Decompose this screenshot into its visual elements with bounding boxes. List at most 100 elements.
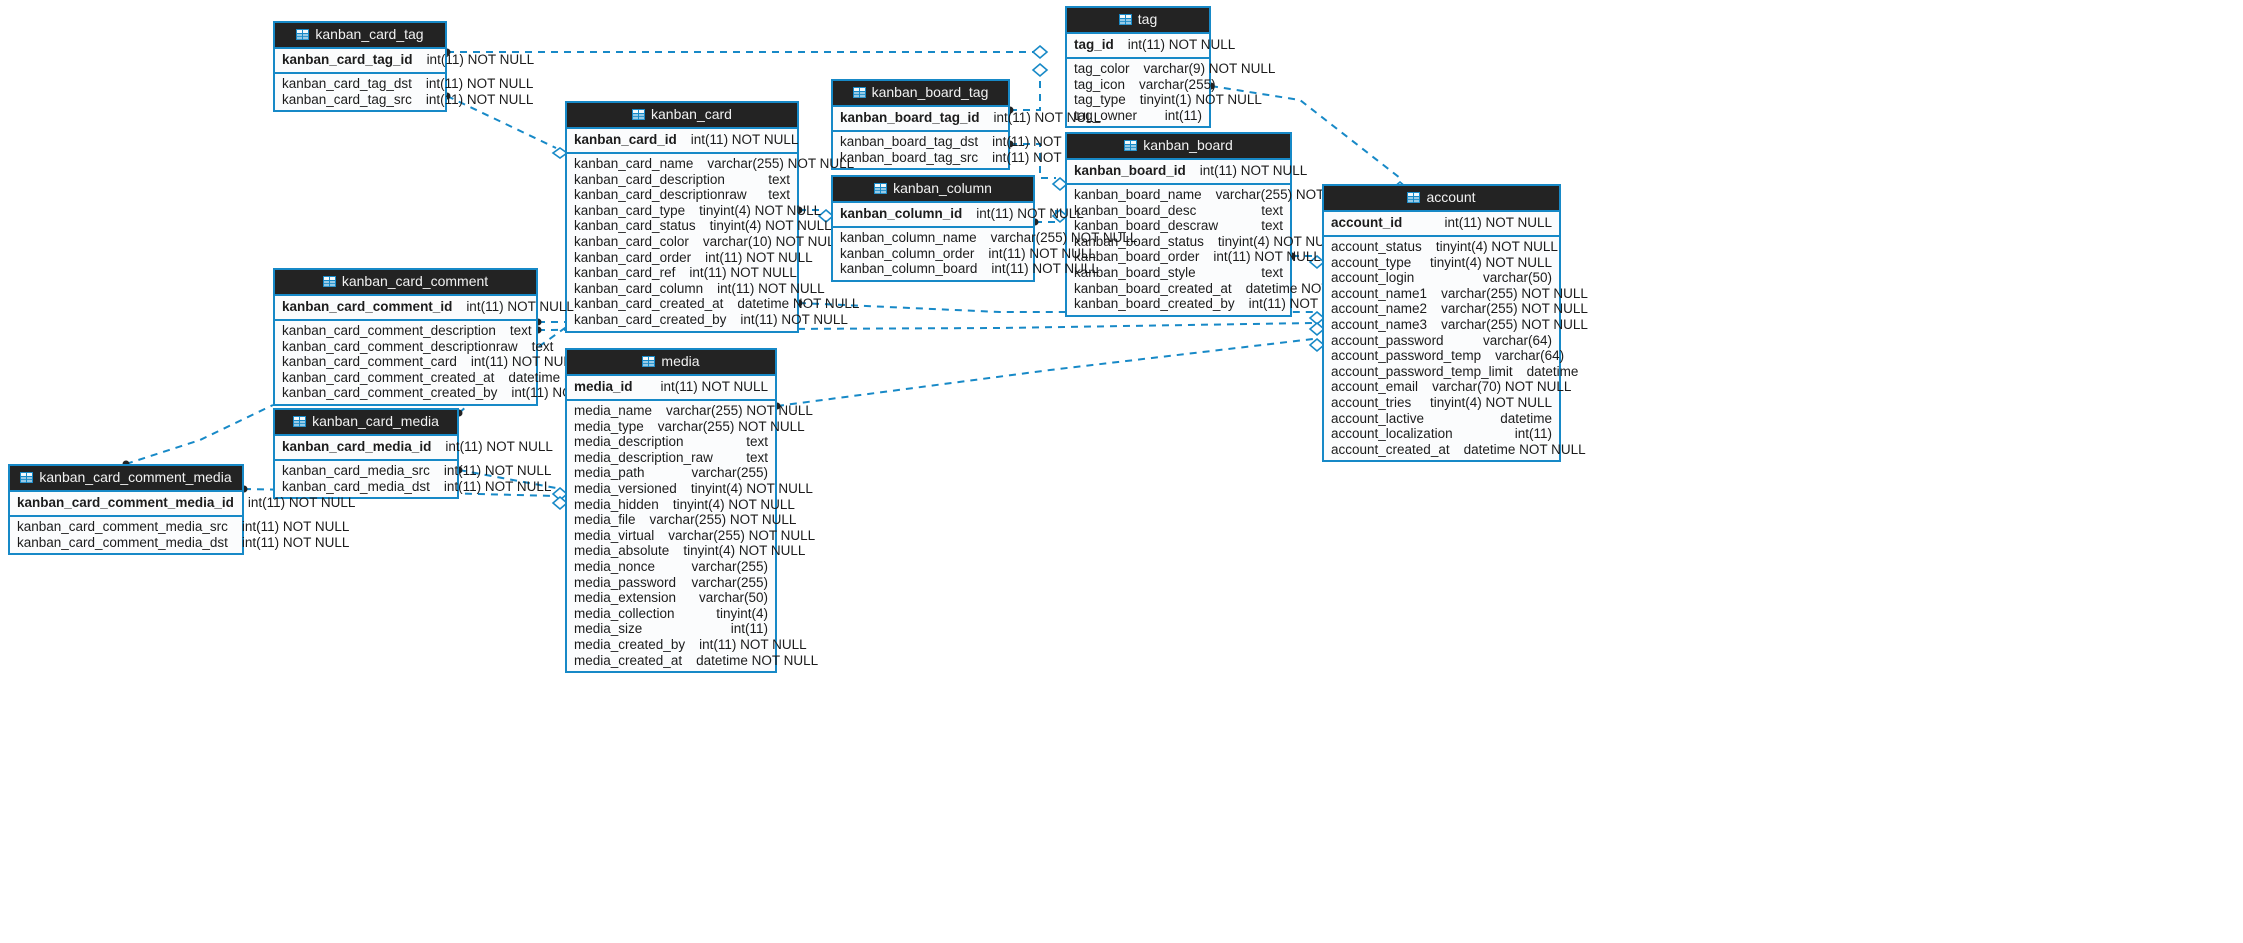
field-name: kanban_board_created_at bbox=[1074, 280, 1232, 296]
field-type: varchar(255) NOT NULL bbox=[666, 403, 813, 418]
table-icon bbox=[1118, 14, 1132, 25]
field-name: account_password_temp bbox=[1331, 348, 1482, 364]
field-name: media_created_by bbox=[574, 636, 686, 652]
field-row: kanban_card_description text bbox=[567, 172, 797, 188]
entity-title: kanban_card_comment bbox=[341, 273, 489, 289]
field-name: account_email bbox=[1331, 379, 1419, 395]
field-row: media_name varchar(255) NOT NULL bbox=[567, 403, 813, 419]
entity-title: tag bbox=[1137, 11, 1158, 27]
field-name: kanban_card_media_src bbox=[282, 463, 430, 478]
field-name: media_collection bbox=[574, 605, 675, 621]
entity-table-kanban_board[interactable]: kanban_board kanban_board_id int(11) NOT… bbox=[1065, 132, 1368, 317]
entity-header: kanban_card_comment bbox=[275, 270, 536, 296]
entity-header: kanban_card_tag bbox=[275, 23, 445, 49]
entity-table-kanban_column[interactable]: kanban_column kanban_column_id int(11) N… bbox=[831, 175, 1137, 282]
field-name: media_nonce bbox=[574, 558, 656, 574]
field-name: account_name3 bbox=[1331, 316, 1428, 332]
field-row: media_created_by int(11) NOT NULL bbox=[567, 636, 807, 653]
field-row: kanban_board_tag_dst int(11) NOT NULL bbox=[833, 134, 1100, 150]
field-row: kanban_card_type tinyint(4) NOT NULL bbox=[567, 203, 821, 219]
field-name: tag_owner bbox=[1074, 107, 1138, 123]
field-row: kanban_card_media_src int(11) NOT NULL bbox=[275, 463, 551, 479]
entity-table-tag[interactable]: tag tag_id int(11) NOT NULL tag_color va… bbox=[1065, 6, 1275, 129]
field-row: kanban_card_column int(11) NOT NULL bbox=[567, 281, 825, 297]
primary-key-row: kanban_card_comment_media_id int(11) NOT… bbox=[10, 492, 355, 517]
table-icon bbox=[852, 87, 866, 98]
primary-key-type: int(11) NOT NULL bbox=[466, 299, 574, 314]
field-type: tinyint(4) NOT NULL bbox=[1429, 254, 1552, 270]
field-row: tag_icon varchar(255) bbox=[1067, 76, 1216, 93]
primary-key-type: int(11) NOT NULL bbox=[1444, 215, 1552, 230]
entity-table-kanban_card_media[interactable]: kanban_card_media kanban_card_media_id i… bbox=[273, 408, 553, 500]
field-name: account_created_at bbox=[1331, 441, 1450, 457]
field-row: media_absolute tinyint(4) NOT NULL bbox=[567, 543, 805, 559]
field-list: kanban_board_tag_dst int(11) NOT NULL ka… bbox=[833, 132, 1100, 168]
field-name: media_name bbox=[574, 403, 653, 418]
entity-title: kanban_board_tag bbox=[871, 84, 989, 100]
primary-key-row: kanban_column_id int(11) NOT NULL bbox=[833, 203, 1084, 228]
primary-key-name: kanban_card_tag_id bbox=[282, 52, 413, 67]
field-list: kanban_board_name varchar(255) NOT NULL … bbox=[1067, 185, 1368, 315]
primary-key-name: account_id bbox=[1331, 215, 1403, 230]
entity-table-media[interactable]: media media_id int(11) NOT NULL media_na… bbox=[565, 348, 818, 674]
field-name: kanban_card_comment_created_at bbox=[282, 369, 495, 385]
field-type: text bbox=[531, 338, 554, 354]
primary-key-row: kanban_card_id int(11) NOT NULL bbox=[567, 129, 798, 154]
entity-title: kanban_column bbox=[893, 180, 992, 196]
field-type: varchar(255) NOT NULL bbox=[990, 230, 1138, 245]
field-row: kanban_card_comment_descriptionraw text bbox=[275, 339, 553, 355]
field-row: media_versioned tinyint(4) NOT NULL bbox=[567, 481, 813, 497]
edge-media-to-account bbox=[776, 338, 1314, 407]
field-row: kanban_board_tag_src int(11) NOT NULL bbox=[833, 150, 1100, 166]
entity-table-account[interactable]: account account_id int(11) NOT NULL acco… bbox=[1322, 184, 1588, 463]
field-name: tag_icon bbox=[1074, 76, 1126, 92]
entity-header: kanban_column bbox=[833, 177, 1033, 203]
field-name: media_path bbox=[574, 465, 645, 481]
field-type: int(11) NOT NULL bbox=[1213, 249, 1321, 265]
field-type: int(11) NOT NULL bbox=[988, 245, 1096, 261]
entity-table-kanban_card[interactable]: kanban_card kanban_card_id int(11) NOT N… bbox=[565, 101, 859, 333]
primary-key-row: kanban_board_tag_id int(11) NOT NULL bbox=[833, 107, 1101, 132]
edge-kanban-board-tag-to-tag bbox=[1010, 70, 1041, 111]
field-row: kanban_card_ref int(11) NOT NULL bbox=[567, 265, 797, 281]
field-row: account_name1 varchar(255) NOT NULL bbox=[1324, 286, 1588, 302]
field-row: kanban_card_comment_created_by int(11) N… bbox=[275, 385, 619, 401]
field-type: varchar(255) NOT NULL bbox=[1441, 285, 1588, 301]
field-type: varchar(255) bbox=[1139, 76, 1216, 92]
field-name: kanban_column_board bbox=[840, 261, 978, 277]
field-name: kanban_card_color bbox=[574, 233, 689, 249]
primary-key-name: kanban_card_comment_media_id bbox=[17, 495, 234, 510]
field-name: kanban_board_style bbox=[1074, 264, 1196, 280]
field-type: int(11) bbox=[1514, 426, 1552, 442]
entity-table-kanban_card_comment[interactable]: kanban_card_comment kanban_card_comment_… bbox=[273, 268, 630, 406]
field-row: account_type tinyint(4) NOT NULL bbox=[1324, 255, 1559, 271]
entity-table-kanban_card_tag[interactable]: kanban_card_tag kanban_card_tag_id int(1… bbox=[273, 21, 534, 113]
field-name: media_size bbox=[574, 621, 643, 637]
field-name: kanban_card_created_at bbox=[574, 296, 724, 312]
field-row: kanban_board_status tinyint(4) NOT NULL bbox=[1067, 234, 1340, 250]
field-name: kanban_card_name bbox=[574, 156, 694, 171]
field-list: kanban_card_media_src int(11) NOT NULL k… bbox=[275, 461, 551, 497]
field-type: text bbox=[1261, 264, 1283, 280]
field-name: kanban_card_tag_src bbox=[282, 91, 412, 107]
primary-key-type: int(11) NOT NULL bbox=[993, 110, 1102, 125]
entity-table-kanban_card_comment_media[interactable]: kanban_card_comment_media kanban_card_co… bbox=[8, 464, 355, 556]
field-name: media_file bbox=[574, 512, 636, 528]
primary-key-row: kanban_board_id int(11) NOT NULL bbox=[1067, 160, 1307, 185]
field-row: kanban_card_created_at datetime NOT NULL bbox=[567, 296, 859, 312]
field-type: int(11) NOT NULL bbox=[443, 463, 552, 478]
field-type: varchar(255) NOT NULL bbox=[707, 156, 855, 171]
entity-header: kanban_card bbox=[567, 103, 797, 129]
field-type: varchar(255) NOT NULL bbox=[657, 418, 805, 434]
entity-title: kanban_board bbox=[1143, 137, 1233, 153]
table-icon bbox=[293, 416, 307, 427]
entity-table-kanban_board_tag[interactable]: kanban_board_tag kanban_board_tag_id int… bbox=[831, 79, 1101, 171]
field-type: tinyint(4) NOT NULL bbox=[709, 218, 832, 234]
field-list: kanban_card_comment_description text kan… bbox=[275, 321, 630, 404]
field-type: tinyint(4) NOT NULL bbox=[1429, 394, 1552, 410]
field-row: kanban_column_order int(11) NOT NULL bbox=[833, 246, 1096, 262]
field-type: varchar(255) bbox=[691, 574, 768, 590]
primary-key-row: tag_id int(11) NOT NULL bbox=[1067, 34, 1235, 59]
field-type: text bbox=[768, 187, 790, 203]
